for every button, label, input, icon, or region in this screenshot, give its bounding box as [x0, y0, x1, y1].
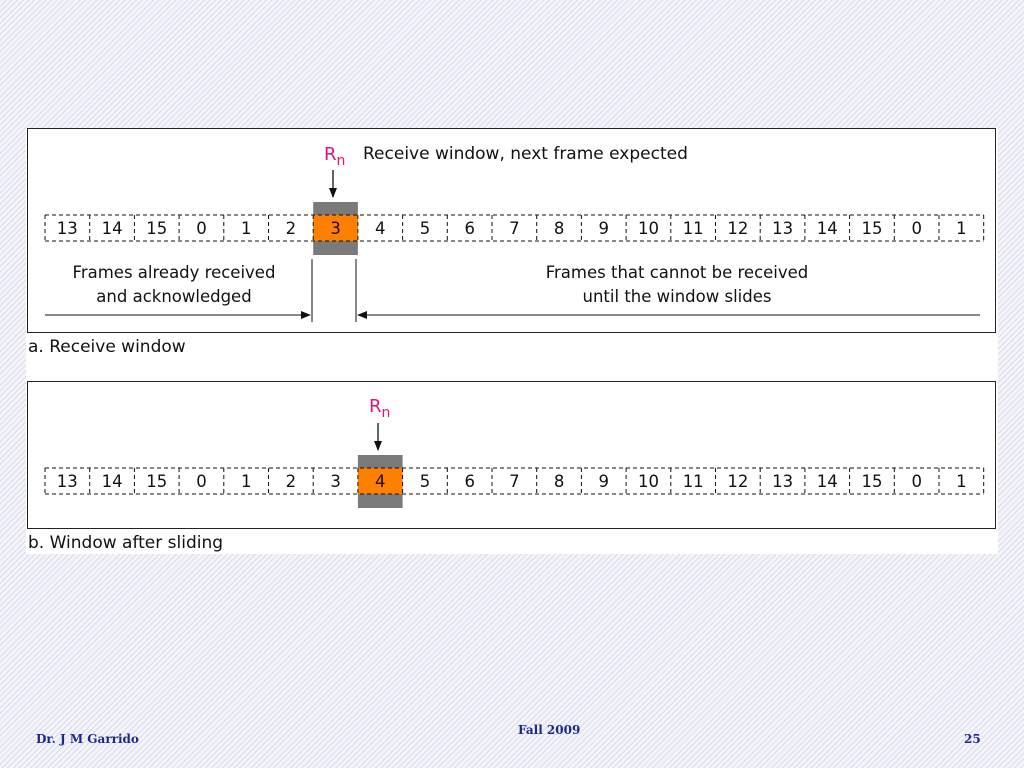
pointer-description: Receive window, next frame expected [363, 144, 688, 164]
footer-page-number: 25 [964, 732, 981, 746]
sequence-number-cell: 10 [638, 219, 659, 238]
footer-author: Dr. J M Garrido [36, 732, 139, 746]
frames-received-label-line1: Frames already received [73, 263, 276, 282]
sequence-number-cell: 5 [420, 219, 431, 238]
sequence-number-cell: 15 [862, 472, 883, 491]
sequence-number-cell: 12 [727, 472, 748, 491]
sequence-number-cell: 0 [196, 219, 207, 238]
sequence-number-cell: 14 [817, 472, 838, 491]
slid-window-highlight [357, 468, 403, 494]
sequence-number-cell: 8 [554, 219, 565, 238]
receive-window-panel [27, 128, 996, 333]
sequence-number-cell: 14 [102, 472, 123, 491]
sequence-number-cell: 1 [956, 472, 967, 491]
frames-blocked-label-line2: until the window slides [583, 287, 772, 306]
sequence-number-cell: 15 [146, 219, 167, 238]
sequence-number-cell: 3 [330, 472, 341, 491]
sequence-number-cell: 0 [911, 219, 922, 238]
sequence-number-cell: 13 [772, 219, 793, 238]
sequence-number-cell: 15 [146, 472, 167, 491]
sequence-number-cell: 12 [727, 219, 748, 238]
sequence-number-cell: 11 [683, 472, 704, 491]
sequence-number-cell: 1 [241, 219, 252, 238]
sequence-number-cell: 4 [375, 219, 386, 238]
sequence-number-cell: 2 [286, 219, 297, 238]
frames-blocked-label-line1: Frames that cannot be received [546, 263, 809, 282]
sequence-number-cell: 6 [464, 472, 475, 491]
sequence-number-cell: 8 [554, 472, 565, 491]
rn-label-a: Rn [324, 144, 345, 169]
sequence-number-cell: 10 [638, 472, 659, 491]
sequence-number-cell: 14 [817, 219, 838, 238]
sequence-number-cell: 7 [509, 219, 520, 238]
sequence-number-cell: 0 [911, 472, 922, 491]
sequence-number-cell: 14 [102, 219, 123, 238]
sequence-number-cell: 15 [862, 219, 883, 238]
sequence-number-cell: 13 [57, 472, 78, 491]
sequence-number-cell: 6 [464, 219, 475, 238]
sequence-number-cell: 13 [57, 219, 78, 238]
sequence-number-cell: 5 [420, 472, 431, 491]
caption-receive-window: a. Receive window [28, 337, 186, 357]
sequence-number-cell: 1 [956, 219, 967, 238]
window-after-sliding-panel [27, 381, 996, 529]
sequence-number-cell: 11 [683, 219, 704, 238]
sequence-number-cell: 9 [599, 472, 610, 491]
rn-label-b: Rn [369, 396, 390, 421]
sequence-number-cell: 1 [241, 472, 252, 491]
footer-term: Fall 2009 [518, 723, 581, 737]
next-expected-frame-highlight [313, 215, 358, 241]
sequence-number-cell: 0 [196, 472, 207, 491]
sequence-number-cell: 4 [375, 472, 386, 491]
caption-window-after-sliding: b. Window after sliding [28, 533, 224, 553]
sequence-number-cell: 9 [599, 219, 610, 238]
frames-received-label-line2: and acknowledged [96, 287, 251, 306]
sequence-number-cell: 2 [286, 472, 297, 491]
sequence-number-cell: 3 [330, 219, 341, 238]
sequence-number-cell: 13 [772, 472, 793, 491]
sequence-number-cell: 7 [509, 472, 520, 491]
